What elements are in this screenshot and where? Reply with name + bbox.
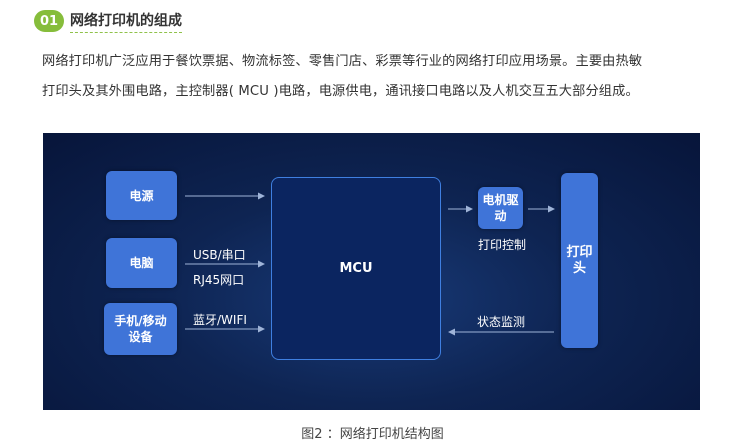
rj45-label: RJ45网口: [193, 273, 245, 287]
print-control-label: 打印控制: [478, 238, 527, 252]
diagram-arrows: [185, 192, 555, 336]
power-label: 电源: [129, 188, 154, 203]
bluetooth-wifi-label: 蓝牙/WIFI: [193, 313, 247, 327]
computer-label: 电脑: [129, 256, 154, 270]
section-number-badge: 01: [34, 10, 64, 32]
motor-label-line1: 电机驱: [482, 193, 519, 207]
mobile-device-box: 手机/移动 设备: [104, 303, 177, 355]
paragraph-line-1: 网络打印机广泛应用于餐饮票据、物流标签、零售门店、彩票等行业的网络打印应用场景。…: [42, 54, 643, 69]
status-monitor-label: 状态监测: [477, 315, 526, 329]
printer-structure-diagram: 电源 电脑 手机/移动 设备 MCU 电机驱 动 打印 头 USB/串口 RJ4…: [43, 133, 700, 410]
mobile-label-line2: 设备: [128, 330, 153, 344]
figure-caption: 图2 ：网络打印机结构图: [301, 427, 444, 442]
printhead-box: 打印 头: [561, 173, 598, 348]
section-title: 网络打印机的组成: [70, 10, 182, 33]
power-box: 电源: [106, 171, 177, 220]
printhead-label-line2: 头: [572, 260, 586, 276]
intro-paragraph: 网络打印机广泛应用于餐饮票据、物流标签、零售门店、彩票等行业的网络打印应用场景。…: [42, 47, 722, 107]
mcu-label: MCU: [339, 261, 373, 276]
printhead-label-line1: 打印: [566, 244, 593, 260]
motor-driver-box: 电机驱 动: [478, 187, 523, 229]
motor-label-line2: 动: [494, 209, 507, 223]
mobile-label-line1: 手机/移动: [114, 314, 167, 328]
section-header: 01 网络打印机的组成: [34, 8, 182, 34]
paragraph-line-2: 打印头及其外围电路，主控制器( MCU )电路，电源供电，通讯接口电路以及人机交…: [42, 84, 639, 99]
computer-box: 电脑: [106, 238, 177, 288]
usb-serial-label: USB/串口: [193, 248, 246, 262]
mcu-box: MCU: [271, 177, 441, 360]
